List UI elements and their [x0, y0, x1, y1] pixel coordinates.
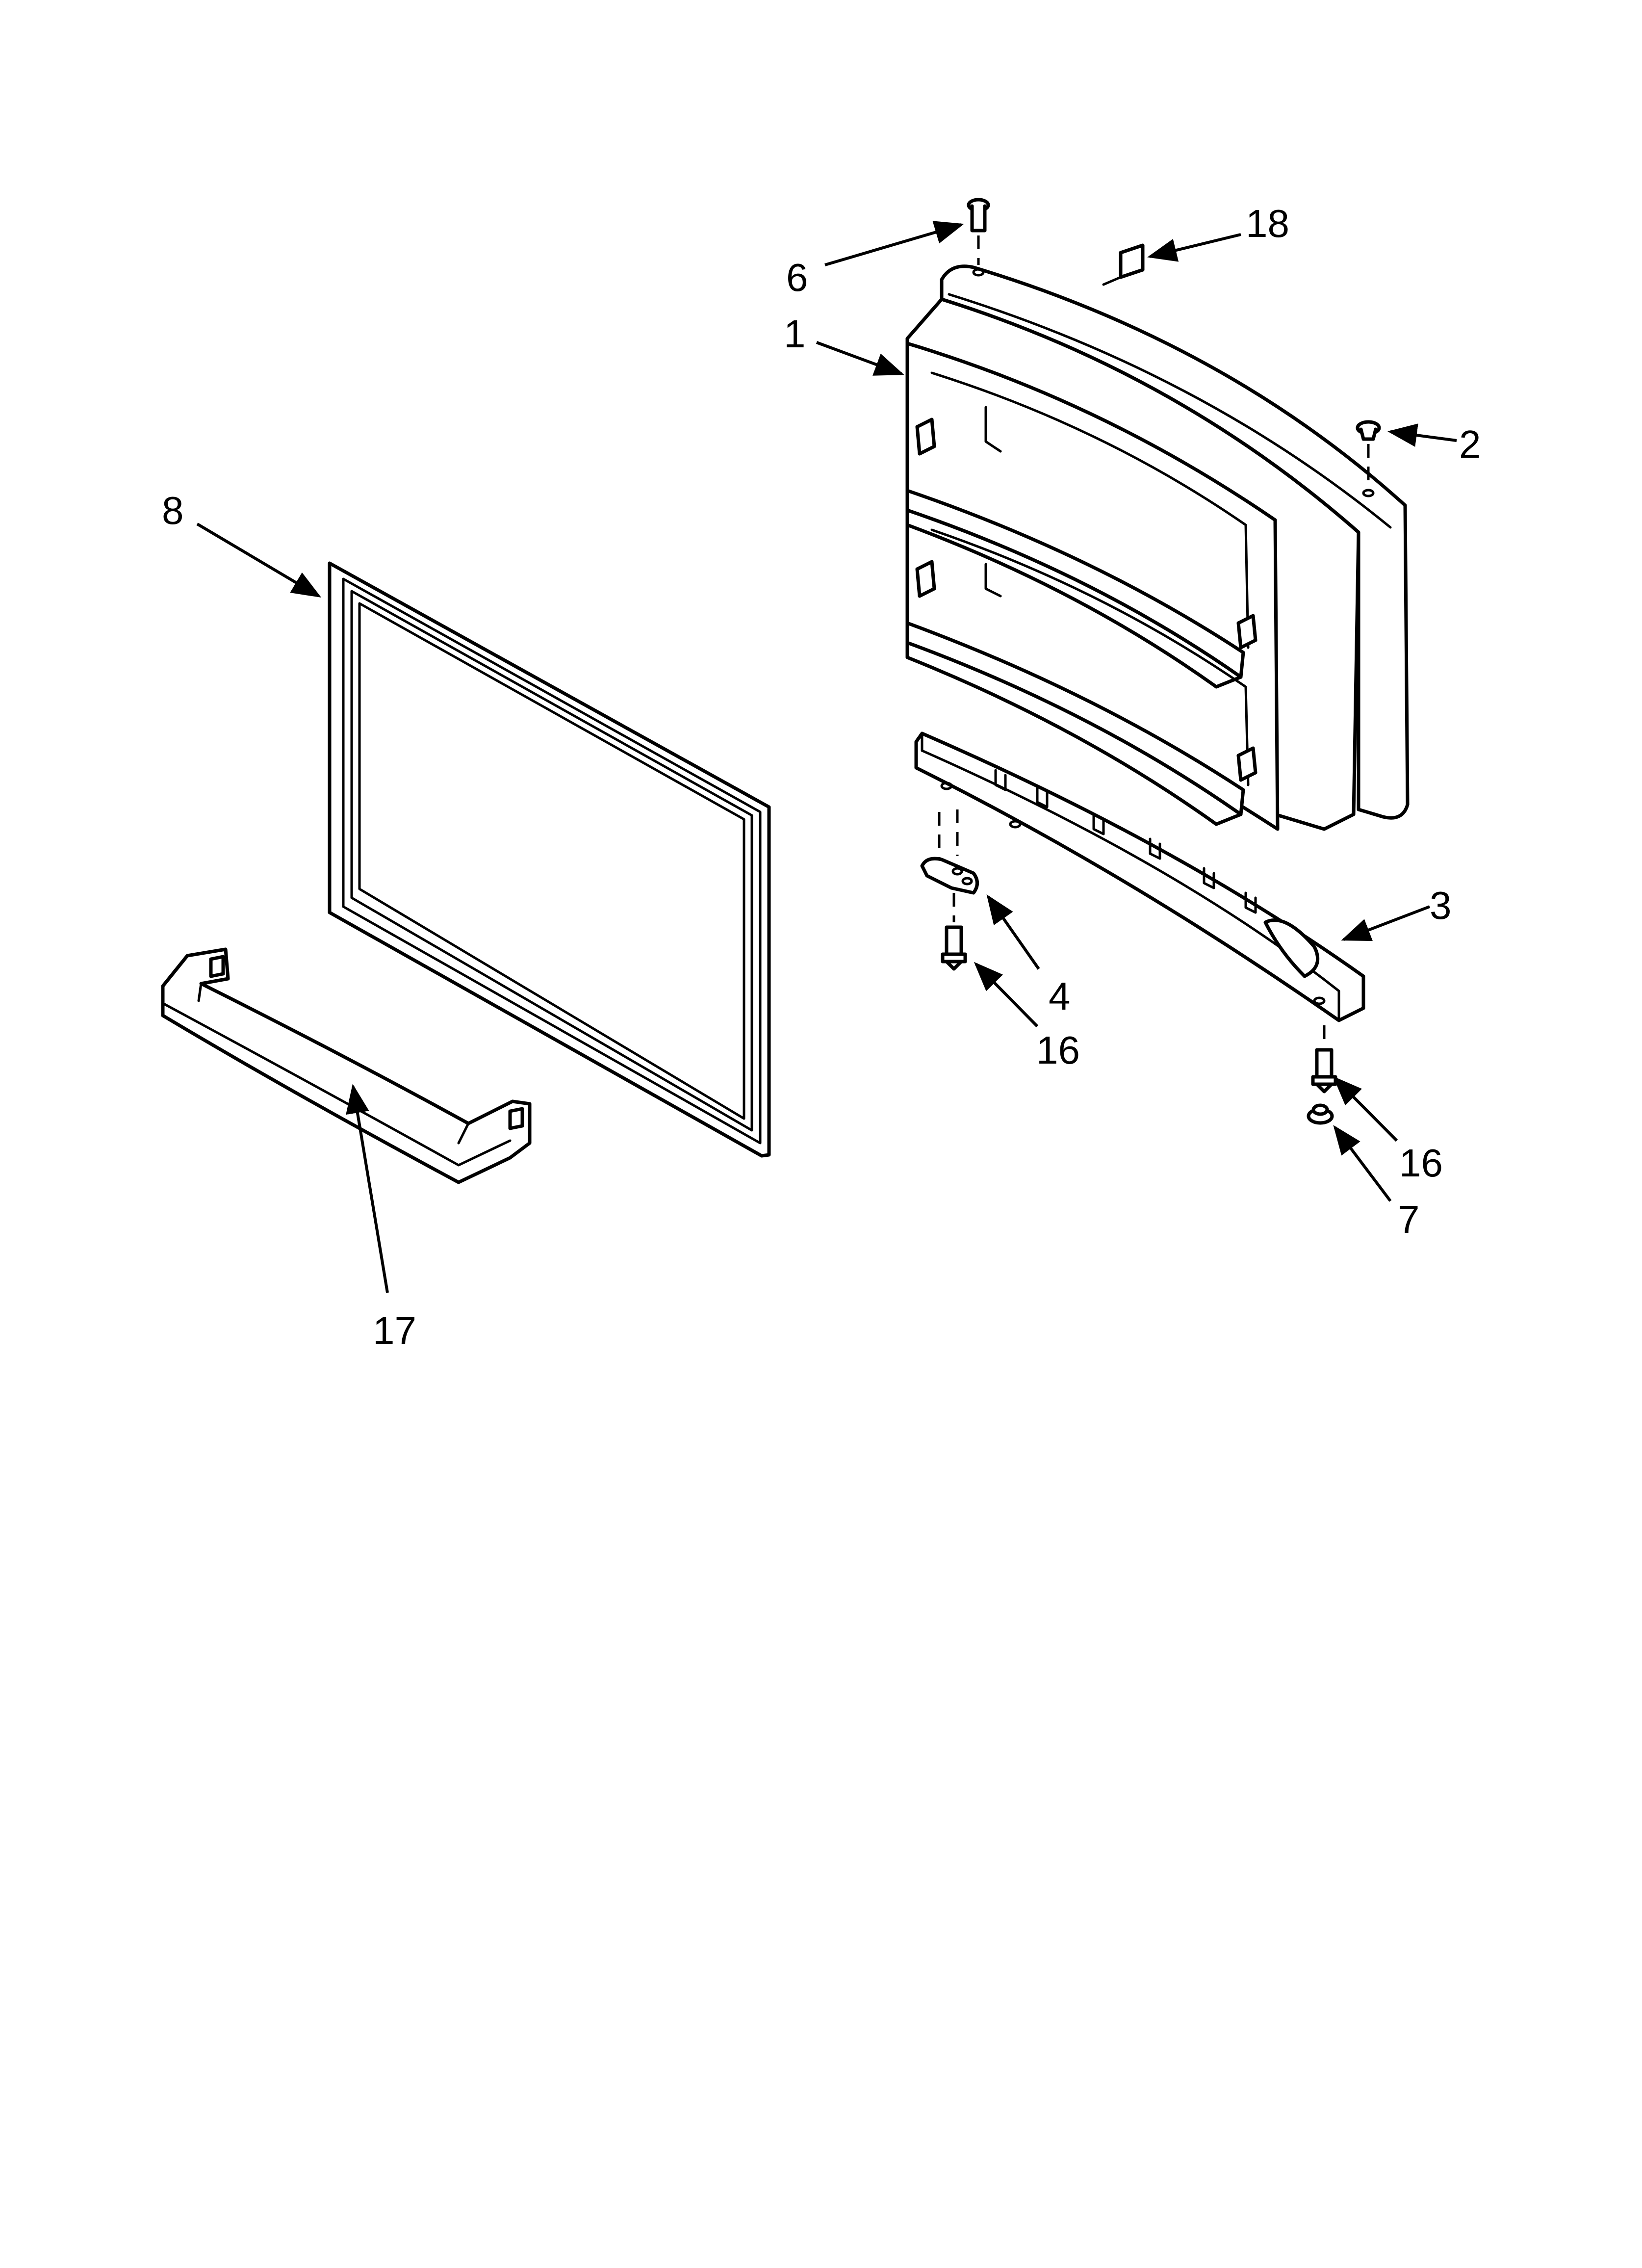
- callout-4: 4: [1049, 974, 1071, 1018]
- door-gasket-part: [328, 561, 771, 1158]
- nut-part: [1307, 1103, 1334, 1125]
- callout-6: 6: [786, 256, 808, 299]
- callout-1: 1: [784, 312, 806, 356]
- plug-button-part: [1356, 420, 1381, 497]
- screw-part-left: [941, 893, 967, 971]
- bottom-trim-part: [914, 731, 1365, 1022]
- callout-2: 2: [1459, 422, 1481, 466]
- callout-16-right: 16: [1399, 1141, 1443, 1185]
- hinge-bracket-part: [920, 809, 979, 895]
- door-handle-part: [161, 947, 532, 1184]
- callout-18: 18: [1246, 202, 1289, 245]
- callouts: 6 18 1 2 8 3 4 16 16 7 17: [162, 202, 1481, 1353]
- callout-3: 3: [1430, 884, 1452, 927]
- callout-7: 7: [1398, 1198, 1420, 1241]
- callout-17: 17: [373, 1309, 416, 1353]
- callout-16-left: 16: [1036, 1028, 1080, 1072]
- callout-8: 8: [162, 489, 184, 532]
- leader-lines: [196, 221, 1457, 1293]
- freezer-door-part: [905, 264, 1410, 831]
- hinge-pin-part: [967, 198, 990, 277]
- label-part: [1102, 243, 1145, 286]
- screw-part-right: [1311, 1025, 1337, 1094]
